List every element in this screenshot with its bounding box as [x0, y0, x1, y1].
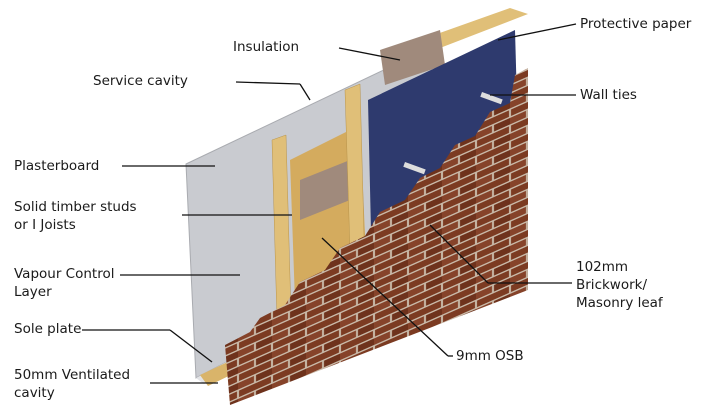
- leader-lines: [82, 23, 577, 384]
- label-brickwork: 102mm Brickwork/ Masonry leaf: [576, 258, 663, 312]
- brickwork: [225, 68, 528, 405]
- wall-tie: [403, 162, 426, 175]
- label-protective-paper: Protective paper: [580, 16, 692, 32]
- label-vcl-line1: Vapour Control: [14, 266, 115, 282]
- insulation-block: [300, 160, 350, 220]
- label-studs-line1: Solid timber studs: [14, 199, 137, 215]
- label-brick-line1: 102mm: [576, 259, 629, 275]
- timber-top-plate: [420, 8, 528, 48]
- label-plasterboard: Plasterboard: [14, 158, 100, 174]
- label-brick-line2: Brickwork/: [576, 277, 648, 293]
- label-wall-ties: Wall ties: [580, 87, 637, 103]
- label-brick-line3: Masonry leaf: [576, 295, 663, 311]
- label-vcl-line2: Layer: [14, 284, 52, 300]
- label-vapour-control: Vapour Control Layer: [14, 265, 115, 301]
- insulation-block-top: [380, 30, 445, 85]
- wall-tie: [480, 91, 503, 105]
- label-osb: 9mm OSB: [456, 348, 524, 364]
- label-ventilated-cavity: 50mm Ventilated cavity: [14, 366, 130, 402]
- label-service-cavity: Service cavity: [93, 73, 188, 89]
- label-studs-line2: or I Joists: [14, 217, 76, 233]
- label-sole-plate: Sole plate: [14, 321, 82, 337]
- label-insulation: Insulation: [233, 39, 300, 55]
- label-vent-line1: 50mm Ventilated: [14, 367, 131, 383]
- label-vent-line2: cavity: [14, 385, 55, 401]
- label-studs: Solid timber studs or I Joists: [14, 198, 137, 234]
